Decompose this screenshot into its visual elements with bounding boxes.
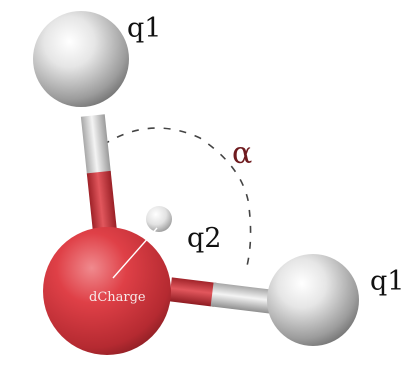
dcharge-line <box>112 227 158 279</box>
label-q1-right: q1 <box>370 266 404 297</box>
label-dcharge: dCharge <box>89 290 146 305</box>
oxygen-atom <box>43 227 171 355</box>
hydrogen-atom-top <box>33 11 129 107</box>
charge-site-q2 <box>146 206 172 232</box>
label-q2: q2 <box>187 223 221 254</box>
label-q1-top: q1 <box>127 13 161 44</box>
hydrogen-atom-right <box>267 254 359 346</box>
bond-top <box>80 114 118 236</box>
bond-right <box>168 277 276 314</box>
label-angle-alpha: α <box>232 136 252 171</box>
